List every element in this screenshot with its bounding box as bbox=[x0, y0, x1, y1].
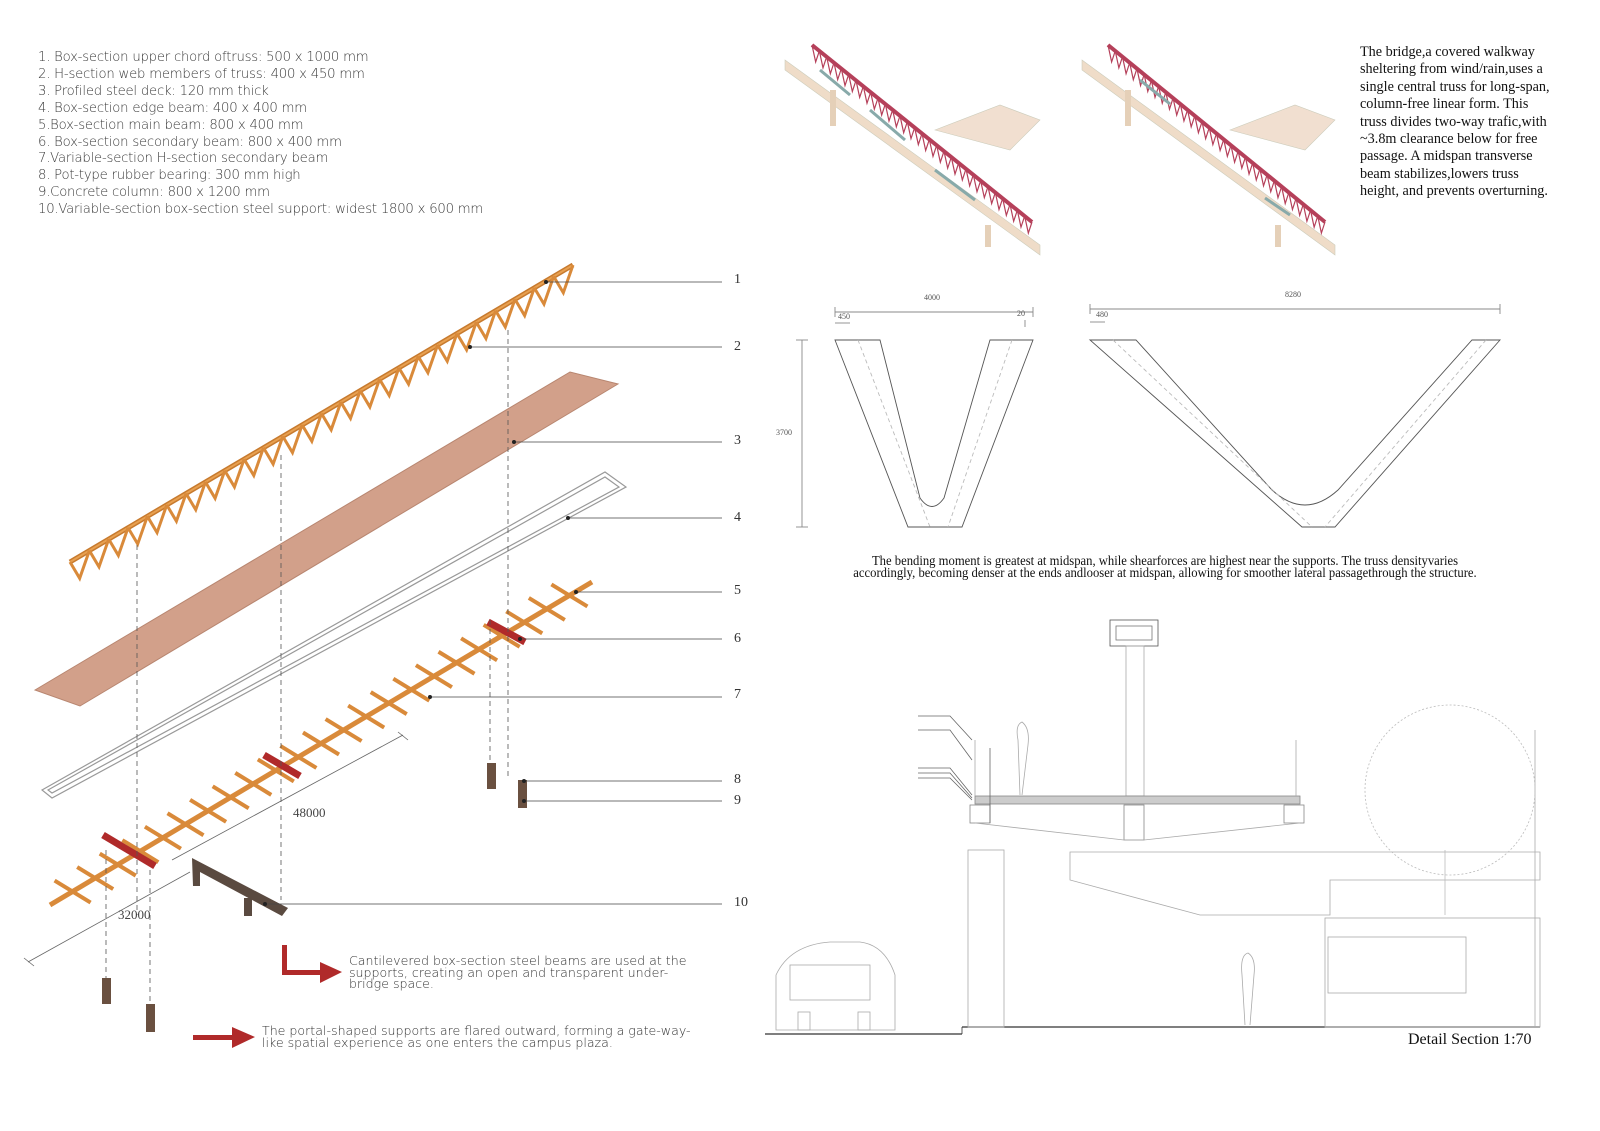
edge-beam-frame bbox=[40, 471, 628, 799]
v-right-member: 480 bbox=[1096, 310, 1108, 319]
section-title: Detail Section 1:70 bbox=[1408, 1031, 1532, 1048]
legend-item: 8. Pot-type rubber bearing: 300 mm high bbox=[38, 168, 301, 184]
portal-note: The portal-shaped supports are flared ou… bbox=[262, 1023, 691, 1050]
columns bbox=[102, 763, 527, 1032]
steel-support bbox=[192, 858, 288, 916]
bridge-rendering-2 bbox=[1081, 43, 1336, 256]
length-dimension: 48000 bbox=[293, 805, 326, 820]
dimension-lines bbox=[23, 731, 409, 967]
bridge-description: The bridge,a covered walkway sheltering … bbox=[1360, 44, 1550, 200]
cross-beam bbox=[324, 717, 363, 743]
legend-item: 7.Variable-section H-section secondary b… bbox=[38, 151, 329, 167]
cross-beam bbox=[143, 825, 182, 851]
cross-beam bbox=[234, 771, 273, 797]
cross-beam bbox=[347, 703, 386, 730]
v-left-width: 4000 bbox=[924, 293, 940, 302]
cross-beam bbox=[76, 865, 115, 891]
cross-beam bbox=[369, 690, 408, 716]
cross-beam bbox=[437, 650, 476, 676]
dashed-projection-lines bbox=[105, 330, 509, 1004]
callout-number: 3 bbox=[734, 433, 741, 448]
legend-item: 10.Variable-section box-section steel su… bbox=[38, 202, 484, 218]
callout-number: 7 bbox=[734, 687, 741, 702]
v-diagram-left bbox=[796, 307, 1034, 528]
cross-beam bbox=[505, 609, 544, 636]
callout-number: 6 bbox=[734, 631, 741, 646]
cross-beam bbox=[279, 744, 318, 770]
v-left-offset: 20 bbox=[1017, 309, 1025, 318]
cantilever-note: Cantilevered box-section steel beams are… bbox=[349, 953, 687, 991]
legend-item: 5.Box-section main beam: 800 x 400 mm bbox=[38, 117, 304, 133]
cross-beam bbox=[392, 676, 431, 703]
cross-beam bbox=[166, 811, 205, 837]
cross-beam bbox=[256, 757, 295, 784]
steel-deck bbox=[33, 371, 620, 707]
truss-web-members bbox=[68, 264, 575, 582]
callout-number: 4 bbox=[734, 510, 741, 525]
v-left-height: 3700 bbox=[776, 428, 792, 437]
v-right-width: 8280 bbox=[1285, 290, 1301, 299]
legend-item: 2. H-section web members of truss: 400 x… bbox=[38, 66, 365, 82]
cross-beam bbox=[482, 623, 521, 649]
callout-number: 1 bbox=[734, 272, 741, 287]
cross-beam bbox=[527, 596, 566, 622]
red-arrow-icon bbox=[193, 1027, 255, 1048]
cross-beam bbox=[189, 798, 228, 824]
red-arrow-icon bbox=[282, 945, 342, 983]
cross-beam bbox=[53, 878, 92, 905]
cross-beam bbox=[550, 582, 589, 609]
leader-lines bbox=[265, 281, 722, 905]
callout-number: 2 bbox=[734, 339, 741, 354]
legend-item: 3. Profiled steel deck: 120 mm thick bbox=[38, 83, 269, 99]
width-dimension: 32000 bbox=[118, 907, 151, 922]
legend-item: 1. Box-section upper chord oftruss: 500 … bbox=[38, 50, 369, 65]
cross-beam bbox=[301, 730, 341, 757]
bridge-rendering-1 bbox=[784, 43, 1041, 256]
truss-web-zigzag bbox=[68, 264, 575, 582]
cross-beam bbox=[98, 851, 137, 878]
legend-item: 4. Box-section edge beam: 400 x 400 mm bbox=[38, 100, 307, 116]
cross-beam bbox=[211, 784, 250, 811]
legend-item: 9.Concrete column: 800 x 1200 mm bbox=[38, 185, 270, 201]
legend-item: 6. Box-section secondary beam: 800 x 400… bbox=[38, 134, 342, 150]
cross-beam bbox=[414, 663, 453, 689]
v-diagram-right bbox=[1088, 304, 1501, 528]
detail-section-drawing bbox=[765, 619, 1541, 1035]
truss-density-caption: The bending moment is greatest at midspa… bbox=[853, 553, 1477, 580]
v-left-member: 450 bbox=[838, 312, 850, 321]
cross-beam bbox=[460, 636, 499, 662]
callout-number: 8 bbox=[734, 772, 741, 787]
callout-number: 10 bbox=[734, 895, 748, 910]
cross-beam bbox=[121, 838, 160, 864]
secondary-beams bbox=[53, 582, 589, 905]
callout-number: 5 bbox=[734, 583, 741, 598]
component-legend: 1. Box-section upper chord oftruss: 500 … bbox=[38, 50, 483, 219]
callout-number: 9 bbox=[734, 793, 741, 808]
